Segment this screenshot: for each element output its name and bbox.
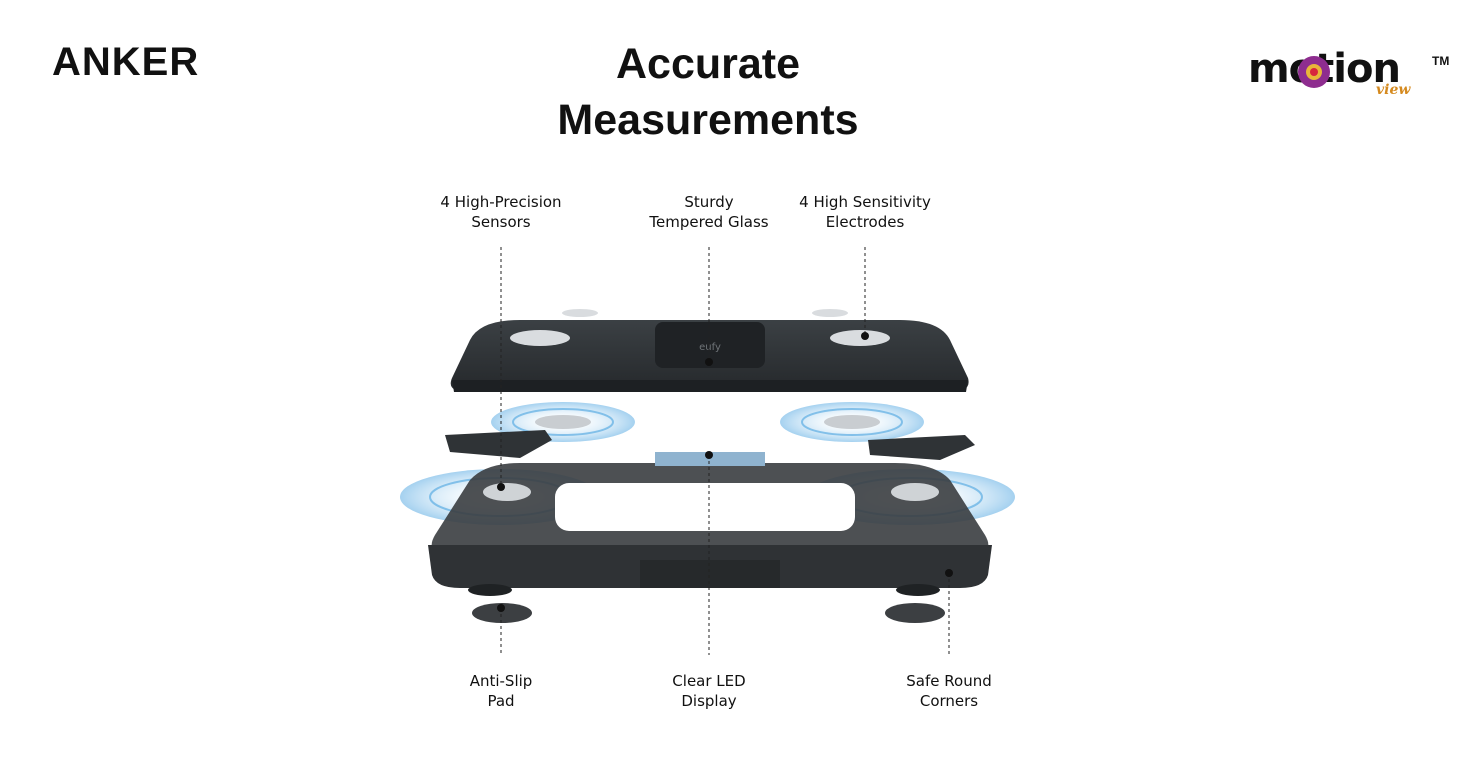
label-electrodes: 4 High Sensitivity Electrodes — [799, 192, 931, 232]
label-glass-line1: Sturdy — [684, 193, 734, 211]
motion-view-logo: motion TM view — [1248, 34, 1458, 104]
motion-logo-sub: view — [1376, 82, 1411, 98]
led-display — [655, 452, 765, 466]
label-display-line2: Display — [681, 692, 737, 710]
label-electrodes-line2: Electrodes — [825, 213, 905, 231]
label-pad-line2: Pad — [487, 692, 515, 710]
label-display-line1: Clear LED — [672, 672, 746, 690]
label-sensors-line2: Sensors — [471, 213, 531, 231]
label-sensors: 4 High-Precision Sensors — [440, 192, 561, 232]
label-glass: Sturdy Tempered Glass — [649, 192, 768, 232]
label-display: Clear LED Display — [672, 671, 745, 711]
label-electrodes-line1: 4 High Sensitivity — [799, 193, 931, 211]
anker-logo: ANKER — [52, 40, 199, 85]
upper-sensor-waves — [491, 402, 924, 442]
label-corners-line2: Corners — [919, 692, 979, 710]
leader-dots — [497, 332, 953, 612]
leader-lines — [500, 247, 950, 655]
anti-slip-pad-right — [885, 603, 945, 623]
trademark-mark: TM — [1432, 54, 1450, 68]
label-glass-line2: Tempered Glass — [649, 213, 769, 231]
page-title: Accurate Measurements — [0, 36, 1416, 148]
anti-slip-pad-left — [472, 603, 532, 623]
globe-icon — [1298, 56, 1330, 88]
device-logo: eufy — [699, 342, 721, 353]
label-pad: Anti-Slip Pad — [470, 671, 533, 711]
cover-left — [445, 430, 552, 458]
title-line-2: Measurements — [557, 96, 859, 144]
label-corners: Safe Round Corners — [906, 671, 991, 711]
tempered-glass-top: eufy — [450, 309, 969, 392]
label-pad-line1: Anti-Slip — [469, 672, 533, 690]
label-corners-line1: Safe Round — [906, 672, 992, 690]
cover-right — [868, 435, 975, 460]
title-line-1: Accurate — [615, 40, 801, 88]
base-frame — [428, 452, 992, 596]
label-sensors-line1: 4 High-Precision — [440, 193, 562, 211]
anker-logo-text: ANKER — [52, 40, 200, 84]
